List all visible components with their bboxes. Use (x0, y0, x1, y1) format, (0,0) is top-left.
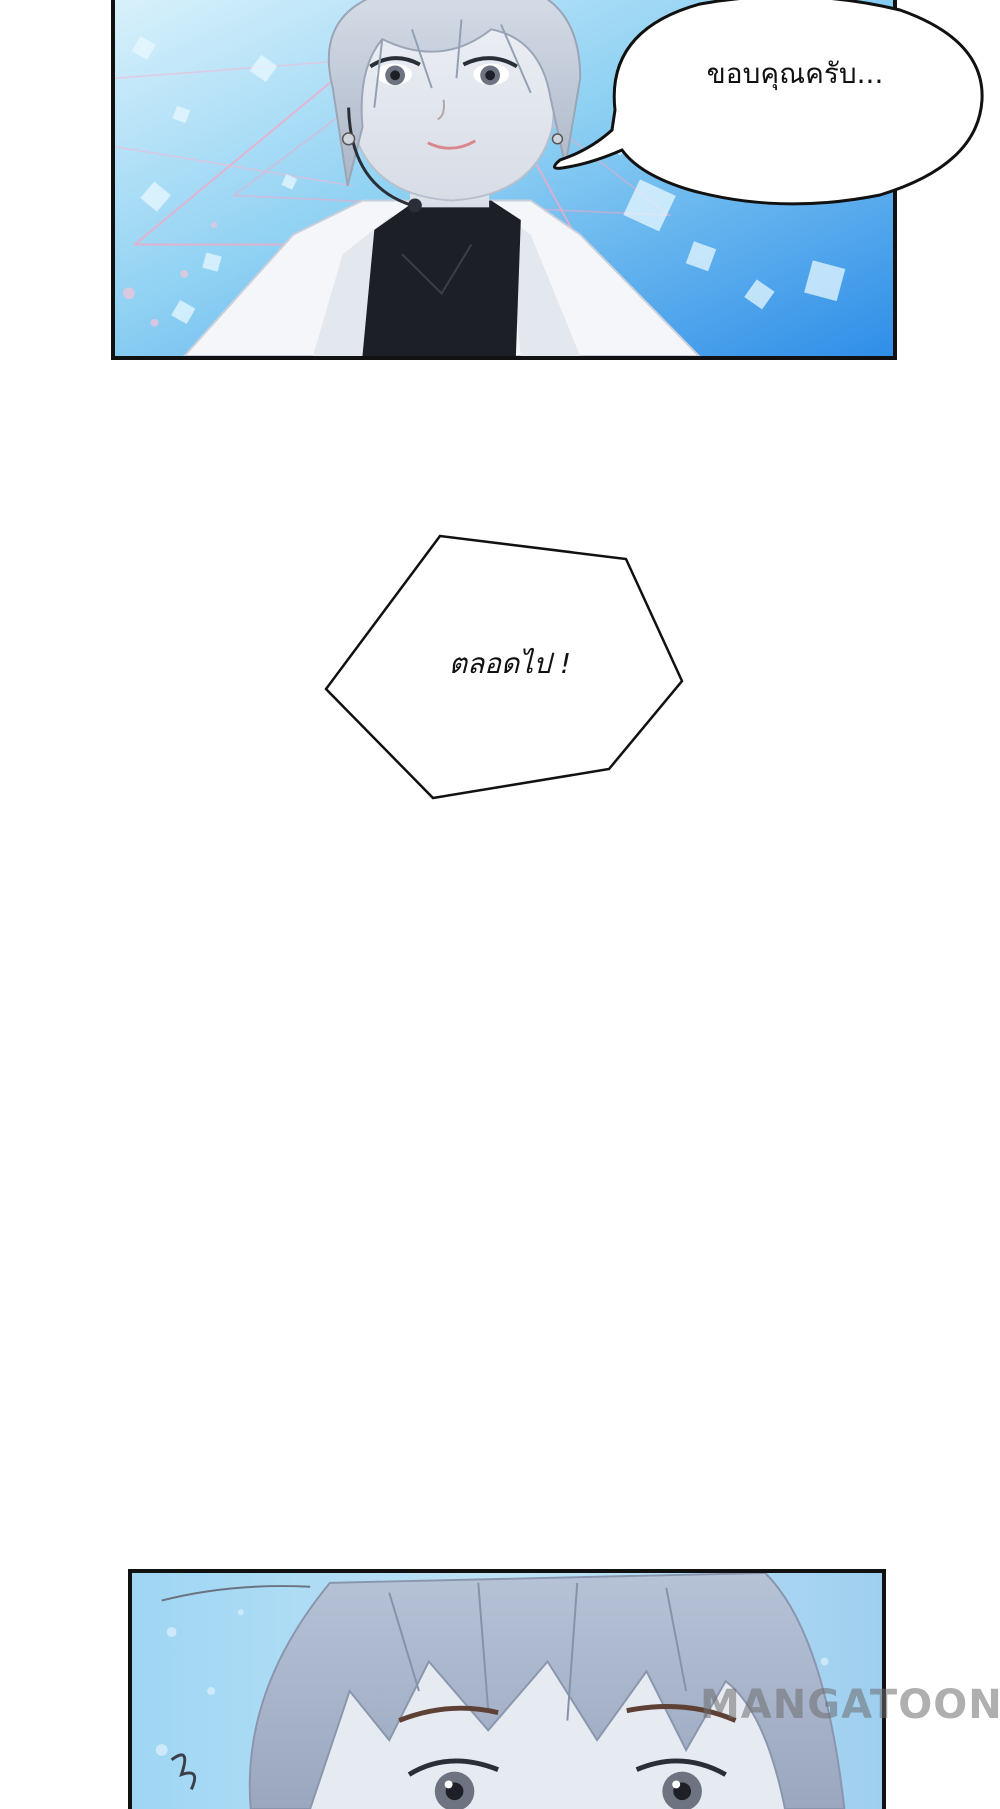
speech-text-forever: ตลอดไป ! (410, 642, 610, 686)
earring-left (343, 133, 355, 145)
watermark-logo-text: MANGATOON (700, 1682, 1000, 1728)
earring-right (553, 134, 563, 144)
turtleneck (362, 200, 520, 356)
headset-mic (408, 199, 422, 213)
speech-text-thanks: ขอบคุณครับ... (680, 52, 910, 96)
watermark: MANGATOON (700, 1682, 1000, 1762)
